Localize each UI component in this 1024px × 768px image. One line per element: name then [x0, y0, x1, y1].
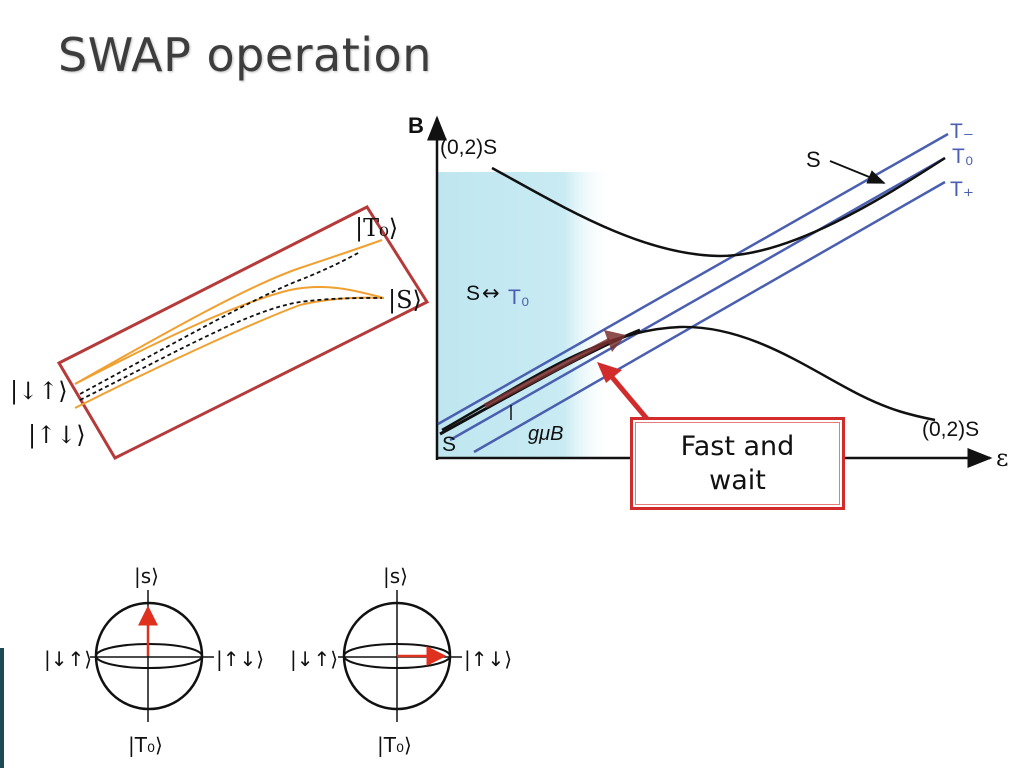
fast-and-wait-callout: Fast and wait — [630, 417, 845, 510]
label-s-top: S — [806, 147, 821, 172]
orange-upper-curve — [74, 239, 383, 385]
sphere2-top-label: |s⟩ — [383, 564, 408, 588]
label-t-minus: T₋ — [950, 120, 974, 143]
callout-line-2: wait — [709, 464, 766, 496]
sphere1-bottom-label: |T₀⟩ — [128, 733, 163, 757]
label-t0: T₀ — [952, 145, 974, 168]
sphere2-left-label: |↓↑⟩ — [290, 647, 338, 671]
ket-updown-label: |↑↓⟩ — [28, 421, 86, 450]
label-02s-top: (0,2)S — [440, 136, 497, 159]
callout-pointer — [604, 368, 650, 422]
sweep-arrow — [483, 337, 612, 409]
label-gub: gμB — [528, 423, 563, 445]
ket-t0-label: |T₀⟩ — [355, 214, 398, 243]
orange-upper-curve-2 — [74, 286, 385, 385]
sphere2-bottom-label: |T₀⟩ — [377, 733, 412, 757]
s-pointer-arrow — [829, 160, 886, 184]
slide-accent-bar — [0, 648, 4, 768]
label-t-plus: T₊ — [950, 178, 974, 201]
callout-pointer-head — [597, 362, 622, 383]
ket-downup-label: |↓↑⟩ — [10, 377, 68, 406]
y-axis-label: B — [408, 113, 424, 138]
bloch-sphere-2: |s⟩ |T₀⟩ |↓↑⟩ |↑↓⟩ — [290, 564, 512, 757]
sweep-arrowhead — [604, 330, 626, 352]
singlet-lower-curve — [441, 325, 936, 432]
label-s-t0-arrow: ↔ — [482, 281, 500, 305]
label-02s-bottom: (0,2)S — [922, 418, 979, 441]
label-s-bottom: S — [442, 433, 456, 456]
shaded-region — [438, 172, 613, 457]
left-energy-diagram: |T₀⟩ |S⟩ |↓↑⟩ |↑↓⟩ — [10, 205, 430, 460]
sphere1-right-label: |↑↓⟩ — [216, 647, 264, 671]
x-axis-label: ε — [996, 444, 1008, 472]
t-minus-line — [437, 132, 949, 426]
label-s-t0-t: T₀ — [508, 286, 530, 309]
sphere1-top-label: |s⟩ — [134, 564, 159, 588]
page-title: SWAP operation — [58, 28, 432, 82]
sphere1-left-label: |↓↑⟩ — [44, 647, 92, 671]
bloch-sphere-1: |s⟩ |T₀⟩ |↓↑⟩ |↑↓⟩ — [44, 564, 264, 757]
callout-line-1: Fast and — [680, 430, 795, 462]
ket-s-label: |S⟩ — [388, 286, 422, 315]
t0-line — [449, 156, 946, 442]
sphere2-right-label: |↑↓⟩ — [464, 647, 512, 671]
right-energy-diagram: B ε (0,2)S S T₋ T₀ T₊ S ↔ T₀ gμB S (0,2)… — [408, 113, 1008, 472]
t-plus-line — [473, 180, 946, 454]
dashed-curve-lower — [79, 297, 383, 401]
singlet-upper-curve — [491, 156, 946, 258]
dashed-curve-upper — [79, 251, 361, 395]
diagram-frame — [56, 205, 430, 460]
label-s-t0-s: S — [466, 282, 480, 305]
